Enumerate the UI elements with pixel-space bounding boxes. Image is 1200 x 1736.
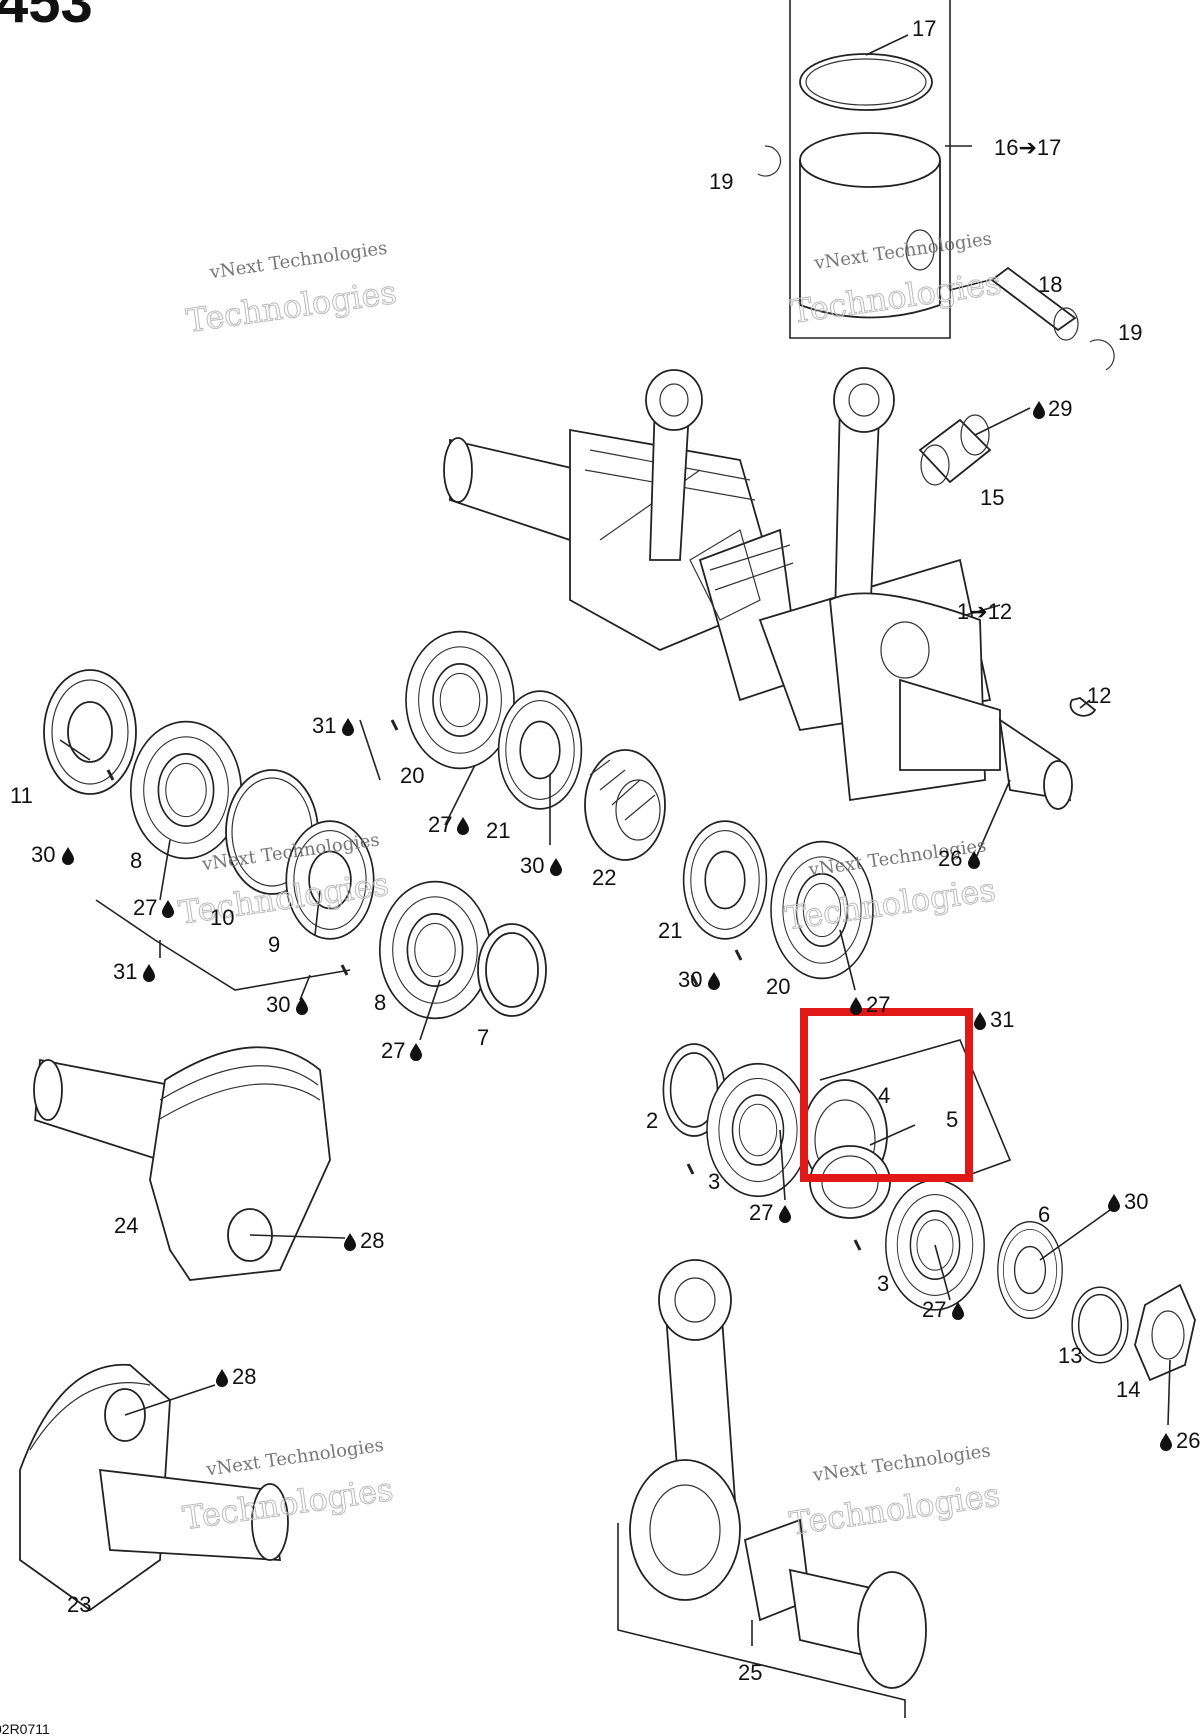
label-23: 23: [67, 1592, 91, 1617]
label-29: 29: [1048, 396, 1072, 421]
crank-half-23: [19, 1363, 289, 1612]
label-19a: 19: [709, 169, 733, 194]
label-20b: 20: [766, 974, 790, 999]
label-28a: 28: [360, 1228, 384, 1253]
label-10: 10: [210, 905, 234, 930]
svg-text:Technologies: Technologies: [787, 1476, 1002, 1543]
label-30d: 30: [678, 967, 702, 992]
label-4: 4: [878, 1083, 890, 1108]
label-30c: 30: [520, 853, 544, 878]
label-9: 9: [268, 932, 280, 957]
label-26a: 26: [938, 846, 962, 871]
piston-assembly: [757, 0, 1115, 371]
label-27b: 27: [428, 812, 452, 837]
left-cluster: [43, 630, 874, 1251]
label-24: 24: [114, 1213, 138, 1238]
label-21a: 21: [486, 818, 510, 843]
label-30a: 30: [31, 842, 55, 867]
label-26b: 26: [1176, 1428, 1200, 1453]
label-5: 5: [946, 1107, 958, 1132]
label-31b: 31: [113, 959, 137, 984]
diagram-number: 453: [0, 0, 93, 35]
label-8a: 8: [130, 848, 142, 873]
label-19b: 19: [1118, 320, 1142, 345]
label-22: 22: [592, 865, 616, 890]
label-20a: 20: [400, 763, 424, 788]
label-30e: 30: [1124, 1189, 1148, 1214]
label-31c: 31: [990, 1007, 1014, 1032]
label-30b: 30: [266, 992, 290, 1017]
label-13: 13: [1058, 1343, 1082, 1368]
label-27d: 27: [866, 992, 890, 1017]
label-18: 18: [1038, 272, 1062, 297]
highlight-box: [800, 1008, 973, 1182]
crankshaft-assembly: [443, 367, 1073, 810]
label-31a: 31: [312, 713, 336, 738]
label-15: 15: [980, 485, 1004, 510]
label-28b: 28: [232, 1364, 256, 1389]
connecting-rod-25: [617, 1259, 927, 1718]
label-21b: 21: [658, 918, 682, 943]
label-27f: 27: [922, 1297, 946, 1322]
drawing-code: 02R0711: [0, 1721, 50, 1736]
label-1: 1➔12: [957, 599, 1012, 624]
label-7: 7: [477, 1025, 489, 1050]
woodruff-key-12: [1069, 697, 1097, 717]
label-2: 2: [646, 1108, 658, 1133]
label-25: 25: [738, 1660, 762, 1685]
watermark: vNext Technologies Technologies vNext Te…: [176, 228, 1004, 1543]
label-17: 17: [912, 16, 936, 41]
label-3a: 3: [708, 1169, 720, 1194]
crank-half-24: [33, 1046, 346, 1281]
needle-bearing-15: [918, 407, 1031, 486]
part-labels: 17 16➔17 19 18 19 29 15 1➔12 12 26 11 30…: [10, 16, 1200, 1685]
label-16: 16➔17: [994, 135, 1061, 160]
label-12: 12: [1087, 683, 1111, 708]
label-6: 6: [1038, 1202, 1050, 1227]
right-cluster: [662, 1039, 1196, 1382]
label-27c: 27: [381, 1038, 405, 1063]
label-27e: 27: [749, 1200, 773, 1225]
svg-text:Technologies: Technologies: [184, 273, 399, 340]
label-11: 11: [10, 783, 33, 808]
label-3b: 3: [877, 1271, 889, 1296]
label-8b: 8: [374, 990, 386, 1015]
label-27a: 27: [133, 895, 157, 920]
label-14: 14: [1116, 1377, 1140, 1402]
